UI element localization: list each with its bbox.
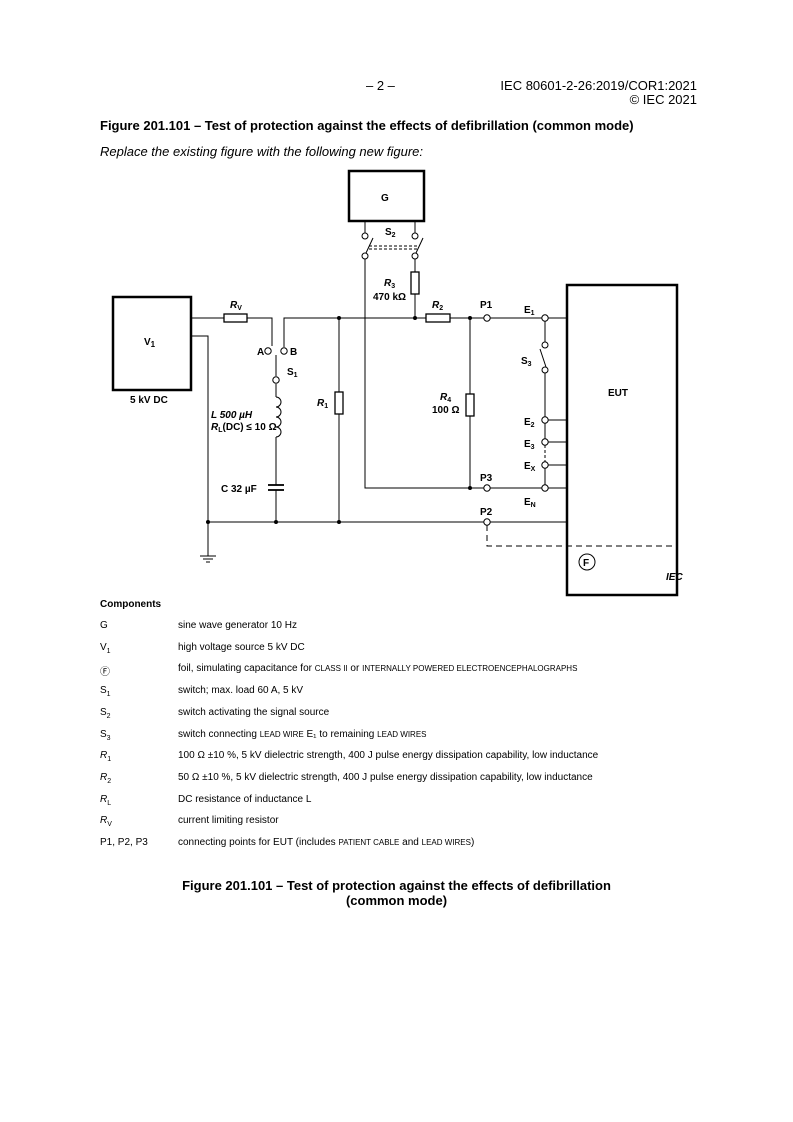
document-id: IEC 80601-2-26:2019/COR1:2021 [500,78,697,93]
svg-text:S2: S2 [385,227,396,239]
component-symbol: Ⓕ [100,667,110,679]
svg-text:E2: E2 [524,417,535,429]
foil-symbol [578,553,596,571]
component-symbol: RL [100,793,112,807]
page-number: – 2 – [366,78,395,93]
svg-text:P2: P2 [480,507,493,518]
component-symbol: R1 [100,750,112,764]
component-symbol: P1, P2, P3 [100,837,148,848]
component-description: foil, simulating capacitance for CLASS I… [178,663,578,675]
svg-text:EN: EN [524,497,536,509]
component-description: 100 Ω ±10 %, 5 kV dielectric strength, 4… [178,750,599,762]
svg-text:100 Ω: 100 Ω [432,405,459,416]
figure-caption-line2: (common mode) [345,893,448,908]
component-symbol: R2 [100,771,112,785]
svg-text:S3: S3 [521,356,532,368]
component-symbol: G [100,620,108,631]
svg-text:C 32 µF: C 32 µF [221,484,257,495]
component-symbol: V1 [100,641,111,655]
component-description: switch activating the signal source [178,706,330,718]
svg-text:RL(DC) ≤ 10 Ω: RL(DC) ≤ 10 Ω [211,422,277,434]
svg-text:A: A [257,347,264,358]
svg-text:B: B [290,347,297,358]
svg-text:R1: R1 [317,398,328,410]
svg-text:L 500 µH: L 500 µH [211,410,253,421]
component-symbol: S2 [100,706,111,720]
figure-caption-line1: Figure 201.101 – Test of protection agai… [182,878,611,893]
svg-text:R3: R3 [384,278,395,290]
generator-box [347,169,426,223]
component-description: 50 Ω ±10 %, 5 kV dielectric strength, 40… [178,771,593,783]
component-description: DC resistance of inductance L [178,793,312,805]
svg-text:E1: E1 [524,305,535,317]
component-symbol: RV [100,815,112,829]
svg-text:R4: R4 [440,392,451,404]
label-g: G [381,193,389,204]
circuit-diagram: G V1 5 kV DC EUT S2 R3 470 kΩ RV R2 P1 P… [111,169,683,597]
svg-text:R2: R2 [432,300,443,312]
component-symbol: S1 [100,685,111,699]
component-description: connecting points for EUT (includes PATI… [178,837,475,848]
svg-text:V1: V1 [144,337,156,349]
v1-box [111,295,193,392]
svg-text:E3: E3 [524,439,535,451]
component-description: high voltage source 5 kV DC [178,641,305,653]
component-symbol: S3 [100,728,111,742]
component-description: sine wave generator 10 Hz [178,620,297,631]
component-description: switch; max. load 60 A, 5 kV [178,685,304,697]
instruction: Replace the existing figure with the fol… [100,144,424,159]
svg-text:470 kΩ: 470 kΩ [373,292,406,303]
section-title: Figure 201.101 – Test of protection agai… [100,118,634,133]
label-v1-rating: 5 kV DC [130,395,168,406]
label-eut: EUT [608,388,628,399]
component-description: current limiting resistor [178,815,279,827]
copyright: © IEC 2021 [629,92,697,107]
svg-text:S1: S1 [287,367,298,379]
svg-text:P1: P1 [480,300,493,311]
svg-text:P3: P3 [480,473,493,484]
components-heading: Components [100,599,162,610]
svg-text:IEC: IEC [666,572,683,583]
component-description: switch connecting LEAD WIRE E₁ to remain… [178,728,427,740]
svg-text:EX: EX [524,461,536,473]
eut-box [565,283,679,597]
svg-text:F: F [583,558,589,569]
svg-text:RV: RV [230,300,242,312]
